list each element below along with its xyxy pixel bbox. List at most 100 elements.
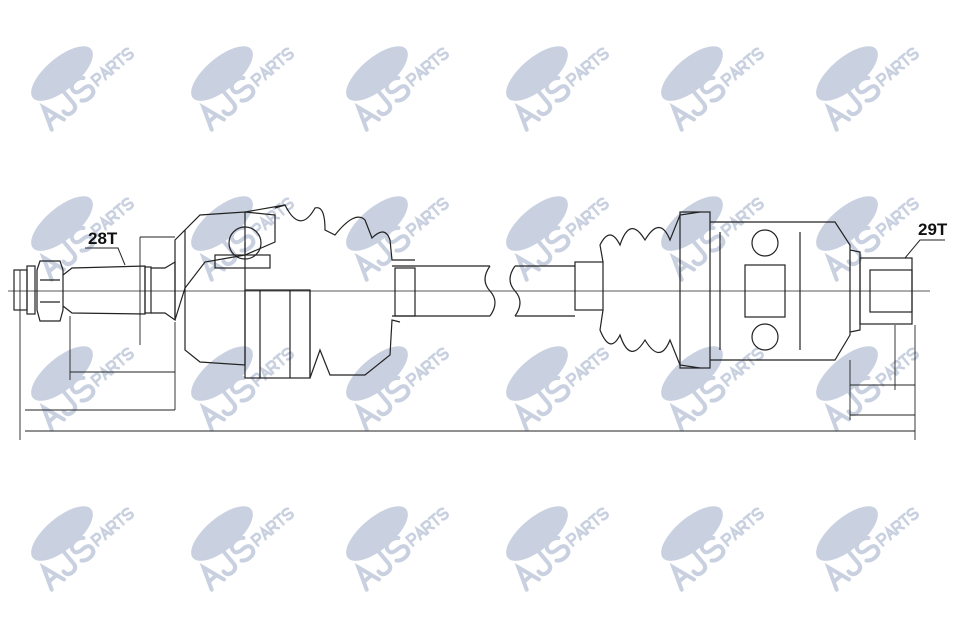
watermark-logo — [191, 46, 294, 132]
right-inner-joint — [679, 211, 851, 369]
watermark-swoosh — [346, 196, 408, 251]
watermark-suffix-mark — [564, 507, 609, 547]
watermark-logo — [346, 46, 449, 132]
watermark-suffix-mark — [564, 197, 609, 237]
watermark-swoosh — [816, 196, 878, 251]
watermark-suffix-mark — [719, 347, 764, 387]
watermark-logo — [661, 346, 764, 432]
watermark-swoosh — [346, 346, 408, 401]
watermark-logo — [31, 346, 134, 432]
watermark-swoosh — [816, 506, 878, 561]
watermark-logo — [31, 196, 134, 282]
watermark-suffix-mark — [249, 47, 294, 87]
watermark-brand-mark — [199, 535, 256, 592]
watermark-logo — [506, 506, 609, 592]
watermark-swoosh — [191, 46, 253, 101]
watermark-suffix-mark — [249, 197, 294, 237]
watermark-brand-mark — [354, 535, 411, 592]
watermark-logo — [191, 506, 294, 592]
label-28t: 28T — [88, 229, 118, 248]
watermark-swoosh — [661, 196, 723, 251]
watermark-suffix-mark — [874, 347, 919, 387]
leader-29t — [904, 239, 945, 259]
watermark-brand-mark — [514, 375, 571, 432]
watermark-suffix-mark — [874, 47, 919, 87]
watermark-brand-mark — [199, 375, 256, 432]
watermark-logo — [661, 46, 764, 132]
watermark-logo — [346, 346, 449, 432]
watermark-swoosh — [191, 196, 253, 251]
watermark-suffix-mark — [89, 347, 134, 387]
watermark-swoosh — [506, 506, 568, 561]
watermark-brand-mark — [824, 75, 881, 132]
watermark-swoosh — [661, 346, 723, 401]
watermark-suffix-mark — [719, 47, 764, 87]
watermark-suffix-mark — [89, 197, 134, 237]
watermark-brand-mark — [514, 75, 571, 132]
watermark-logo — [816, 46, 919, 132]
watermark-suffix-mark — [89, 47, 134, 87]
watermark-swoosh — [816, 346, 878, 401]
label-29t: 29T — [918, 220, 948, 239]
watermark-suffix-mark — [404, 347, 449, 387]
right-spline-stub — [849, 249, 913, 333]
watermark-swoosh — [506, 346, 568, 401]
main-shaft — [392, 265, 575, 317]
watermark-swoosh — [346, 46, 408, 101]
watermark-suffix-mark — [874, 197, 919, 237]
watermark-brand-mark — [354, 75, 411, 132]
watermark-logo — [346, 506, 449, 592]
watermark-brand-mark — [824, 375, 881, 432]
leader-28t — [85, 247, 126, 266]
watermark-brand-mark — [39, 375, 96, 432]
watermark-swoosh — [506, 46, 568, 101]
watermark-logo — [31, 46, 134, 132]
watermark-brand-mark — [354, 375, 411, 432]
watermark-logo — [816, 506, 919, 592]
watermark-suffix-mark — [719, 507, 764, 547]
watermark-brand-mark — [354, 225, 411, 282]
watermark-swoosh — [31, 196, 93, 251]
watermark-suffix-mark — [89, 507, 134, 547]
watermark-logo — [816, 346, 919, 432]
watermark-brand-mark — [199, 75, 256, 132]
watermark-brand-mark — [669, 535, 726, 592]
left-nut — [13, 260, 64, 322]
watermark-brand-mark — [39, 75, 96, 132]
watermark-suffix-mark — [404, 47, 449, 87]
watermark-swoosh — [31, 346, 93, 401]
watermark-logo — [661, 506, 764, 592]
watermark-swoosh — [816, 46, 878, 101]
watermark-swoosh — [191, 346, 253, 401]
watermark-logo — [816, 196, 919, 282]
watermark-swoosh — [661, 506, 723, 561]
watermark-suffix-mark — [249, 507, 294, 547]
watermark-swoosh — [191, 506, 253, 561]
left-boot — [274, 204, 415, 379]
dimension-lines — [19, 236, 916, 440]
watermark-suffix-mark — [404, 197, 449, 237]
watermark-logo — [191, 346, 294, 432]
watermark-suffix-mark — [564, 47, 609, 87]
watermark-logo — [506, 46, 609, 132]
watermark-swoosh — [346, 506, 408, 561]
watermark-suffix-mark — [874, 507, 919, 547]
watermark-swoosh — [31, 506, 93, 561]
watermark-swoosh — [31, 46, 93, 101]
right-boot — [574, 211, 701, 369]
watermark-swoosh — [661, 46, 723, 101]
watermark-logo — [346, 196, 449, 282]
watermark-logo — [31, 506, 134, 592]
watermark-suffix-mark — [564, 347, 609, 387]
left-cv-joint — [174, 204, 311, 379]
watermark-brand-mark — [669, 375, 726, 432]
watermark-logo — [506, 346, 609, 432]
watermark-brand-mark — [669, 75, 726, 132]
watermark-suffix-mark — [404, 507, 449, 547]
watermark-swoosh — [506, 196, 568, 251]
watermark-suffix-mark — [719, 197, 764, 237]
watermark-brand-mark — [39, 535, 96, 592]
